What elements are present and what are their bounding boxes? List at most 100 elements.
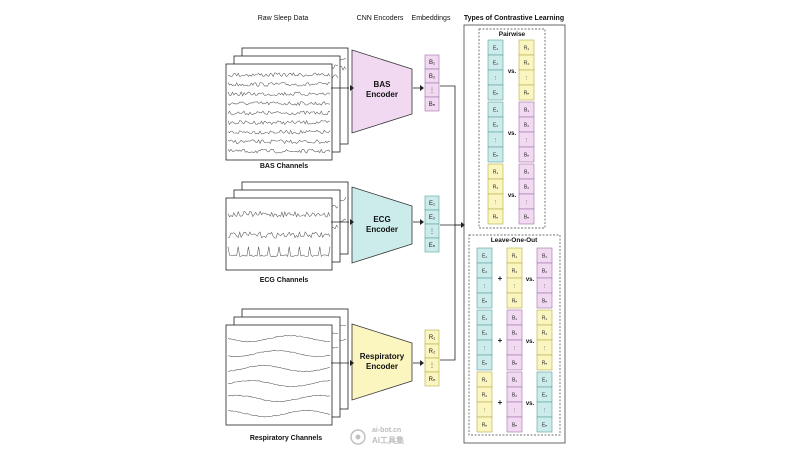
bas-encoder-label-line1: BAS: [374, 80, 392, 89]
loo-second-cell-label: B₂: [512, 330, 517, 336]
respiratory-embedding-cell: [424, 371, 440, 387]
bas-encoder-label-line2: Encoder: [366, 90, 398, 99]
loo-third-cell-label: ⋮: [542, 345, 547, 351]
contrastive-learning-panel: [463, 24, 566, 444]
arrowhead-merge: [461, 222, 465, 228]
ecg-embedding-cell-label: E₁: [429, 201, 435, 207]
ecg-encoder-label-line2: Encoder: [366, 225, 398, 234]
loo-second-cell-label: B₂: [512, 392, 517, 398]
pairwise-left-cell-label: Eₙ: [493, 90, 498, 96]
pairwise-left-cell: [487, 146, 504, 163]
loo-second-cell: [506, 292, 523, 309]
resp-signal-trace: [227, 394, 331, 403]
flow-arrows: [331, 85, 462, 364]
loo-first-cell-label: Eₙ: [482, 298, 487, 304]
header-embeddings: Embeddings: [412, 15, 451, 22]
pairwise-right-cell-label: Bₙ: [524, 214, 529, 220]
pairwise-left-cell-label: R₂: [493, 184, 499, 190]
arrowhead-resp-encoder: [350, 360, 354, 366]
pairwise-title: Pairwise: [499, 31, 526, 38]
loo-first-cell-label: E₁: [482, 253, 487, 259]
respiratory-encoder-label-line1: Respiratory: [360, 352, 405, 361]
resp-signal-trace: [227, 409, 331, 418]
loo-vs-label: vs.: [526, 339, 535, 345]
merge-line-bas: [440, 85, 462, 226]
header-types-contrastive-learning: Types of Contrastive Learning: [464, 15, 564, 22]
loo-first-cell-label: E₂: [482, 330, 487, 336]
respiratory-embedding-cell-label: Rₙ: [429, 377, 436, 383]
resp-signal-trace: [228, 350, 331, 357]
loo-third-cell-label: ⋮: [542, 283, 547, 289]
ecg-signal-trace: [227, 246, 331, 258]
loo-second-cell-label: R₁: [512, 253, 518, 259]
pairwise-right-cell-label: Bₙ: [524, 152, 529, 158]
bas-signal-trace: [227, 91, 331, 97]
pairwise-vs-label: vs.: [508, 193, 517, 199]
loo-second-cell-label: ⋮: [512, 283, 517, 289]
pairwise-right-cell-label: R₁: [524, 45, 530, 51]
loo-third-cell-label: R₂: [542, 330, 548, 336]
pairwise-right-cell-label: B₁: [524, 169, 529, 175]
pairwise-dashed-box: [478, 28, 546, 229]
watermark-brand: AI工具集: [372, 435, 405, 445]
pairwise-left-cell: [487, 208, 504, 225]
loo-first-cell-label: E₂: [482, 268, 487, 274]
loo-second-cell-label: R₂: [512, 268, 518, 274]
ecg-signal-trace: [227, 210, 331, 219]
watermark-url: ai-bot.cn: [372, 427, 401, 434]
ecg-signal-stack: [225, 181, 349, 271]
loo-plus-label: +: [498, 336, 503, 345]
ecg-sheet: [225, 197, 333, 271]
pairwise-vs-label: vs.: [508, 131, 517, 137]
loo-first-cell-label: E₁: [482, 315, 487, 321]
loo-first-cell-label: ⋮: [482, 407, 487, 413]
bas-channels-label: BAS Channels: [260, 163, 308, 170]
pairwise-left-cell-label: Eₙ: [493, 152, 498, 158]
pairwise-right-cell-label: ⋮: [524, 137, 529, 143]
respiratory-embedding-cell-label: ⋮: [429, 363, 435, 369]
ecg-encoder: ECG Encoder: [351, 186, 413, 264]
loo-plus-label: +: [498, 398, 503, 407]
pairwise-left-cell-label: E₂: [493, 122, 498, 128]
bas-encoder: BAS Encoder: [351, 49, 413, 134]
pairwise-vs-label: vs.: [508, 69, 517, 75]
bas-signal-trace: [227, 129, 331, 135]
loo-second-cell-label: Bₙ: [512, 422, 517, 428]
bas-sheet: [225, 63, 333, 161]
respiratory-encoder-trapezoid: [351, 323, 413, 401]
leave-one-out-section: Leave-One-Out E₁E₂⋮Eₙ+R₁R₂⋮Rₙvs.B₁B₂⋮BₙE…: [468, 234, 561, 436]
respiratory-encoder: Respiratory Encoder: [351, 323, 413, 401]
bas-signal-trace: [227, 101, 331, 107]
loo-first-cell: [476, 354, 493, 371]
pairwise-left-cell-label: E₁: [493, 107, 498, 113]
respiratory-embedding-cell-label: R₂: [429, 349, 436, 355]
bas-embedding-cell-label: Bₙ: [429, 102, 436, 108]
pairwise-left-cell-label: E₂: [493, 60, 498, 66]
loo-third-cell-label: Bₙ: [542, 298, 547, 304]
header-cnn-encoders: CNN Encoders: [357, 15, 404, 22]
bas-signal-trace: [227, 72, 331, 78]
pairwise-section: Pairwise E₁E₂⋮Eₙvs.R₁R₂⋮RₙE₁E₂⋮Eₙvs.B₁B₂…: [478, 28, 546, 229]
bas-embedding-cell-label: ⋮: [429, 88, 435, 94]
pairwise-right-cell-label: ⋮: [524, 75, 529, 81]
resp-signal-trace: [227, 334, 331, 343]
respiratory-embedding-cell-label: R₁: [429, 335, 435, 341]
respiratory-embedding: R₁ R₂ ⋮ Rₙ: [424, 329, 440, 387]
pairwise-rows: E₁E₂⋮Eₙvs.R₁R₂⋮RₙE₁E₂⋮Eₙvs.B₁B₂⋮BₙR₁R₂⋮R…: [487, 39, 535, 225]
loo-plus-label: +: [498, 274, 503, 283]
